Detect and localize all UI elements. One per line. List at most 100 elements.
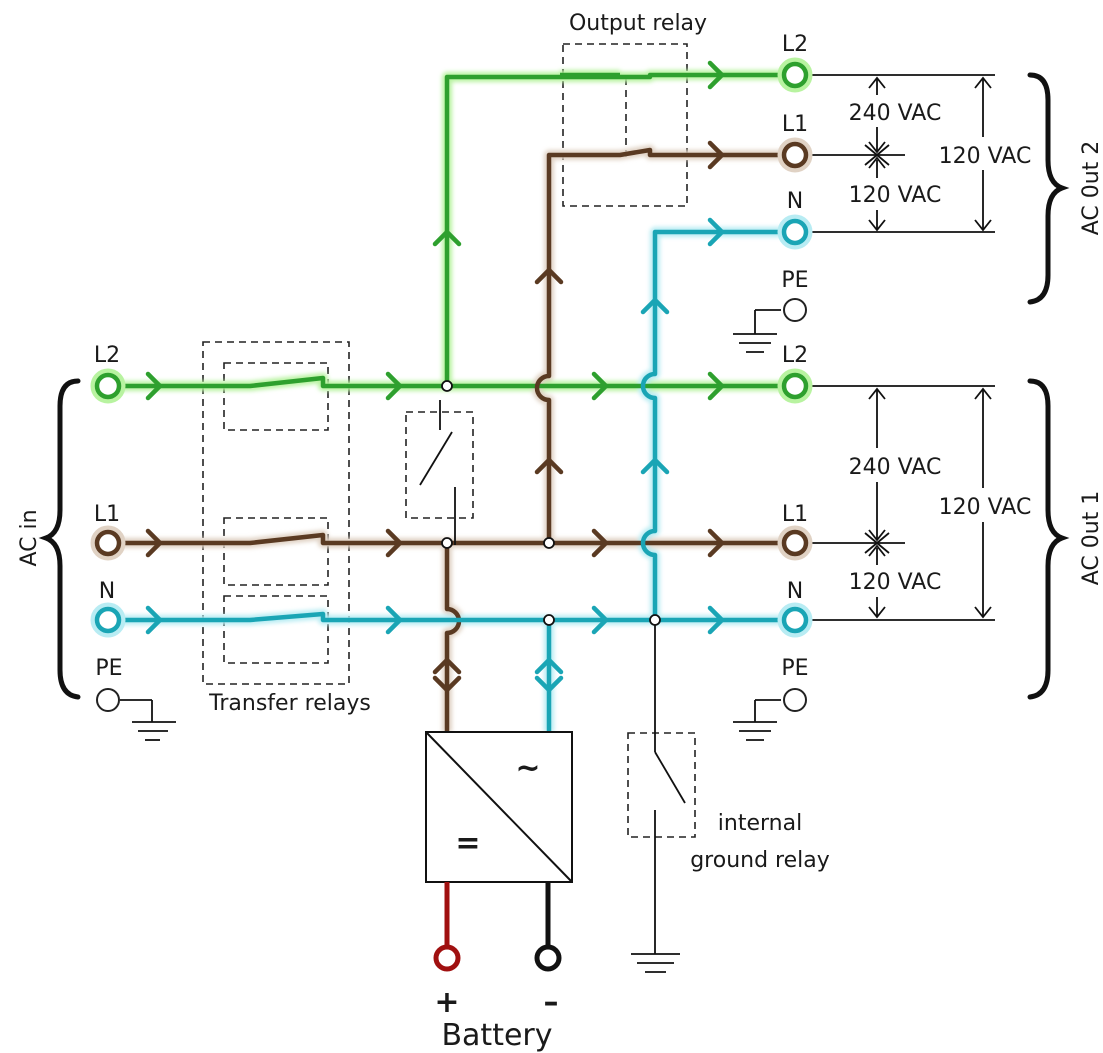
- battery-positive-terminal[interactable]: [433, 944, 461, 972]
- junction-dot: [543, 614, 555, 626]
- wire-n-up-glow: [638, 227, 782, 620]
- relay-contacts: [419, 400, 456, 545]
- flow-arrows: [145, 60, 725, 693]
- out2-240-label: 240 VAC: [849, 101, 942, 126]
- ac-in-brace: [38, 378, 81, 700]
- flow-arrow-l1: [707, 528, 725, 558]
- ac-in-pe-terminal[interactable]: [96, 688, 120, 712]
- output-leads: [809, 74, 995, 621]
- out2-pe-label: PE: [781, 268, 808, 293]
- out2-l2-label: L2: [782, 32, 808, 57]
- output-relay-label: Output relay: [569, 11, 707, 36]
- flow-arrow-l1: [385, 528, 403, 558]
- flow-arrow-n: [385, 605, 403, 635]
- flow-arrow-l1: [707, 140, 725, 170]
- flow-arrow-l1: [591, 528, 609, 558]
- flow-arrow-n: [534, 657, 564, 675]
- ac-in-label: AC in: [17, 509, 42, 566]
- out2-l2-terminal[interactable]: [781, 61, 809, 89]
- flow-arrow-l2: [385, 371, 403, 401]
- flow-arrow-l1: [432, 657, 462, 675]
- out2-l1-label: L1: [782, 112, 808, 137]
- junction-dot: [441, 380, 453, 392]
- ground-relay-box: [627, 732, 696, 838]
- out1-pe-terminal[interactable]: [783, 688, 807, 712]
- flow-arrow-n: [707, 217, 725, 247]
- ac-in-n-terminal[interactable]: [94, 606, 122, 634]
- wire-l1-up: [534, 147, 782, 543]
- wire-l1-down: [444, 543, 462, 732]
- flow-arrow-l2: [145, 371, 163, 401]
- relay-boxes: [202, 43, 696, 838]
- flow-arrow-l2: [591, 371, 609, 401]
- ac-in-l1-terminal[interactable]: [94, 529, 122, 557]
- out2-n-label: N: [787, 189, 803, 214]
- flow-arrow-n: [707, 605, 725, 635]
- junction-dot: [649, 614, 661, 626]
- out1-pe-label: PE: [781, 656, 808, 681]
- wire-l2-in: [120, 375, 782, 389]
- out1-n-label: N: [787, 579, 803, 604]
- ac-out-1-brace: [1027, 378, 1070, 700]
- ac-in-pe-label: PE: [95, 656, 122, 681]
- wires: [120, 72, 782, 732]
- ac-out-1-label: AC 0ut 1: [1079, 491, 1103, 586]
- inverter-diagonal: [425, 731, 573, 883]
- out2-l1-terminal[interactable]: [781, 141, 809, 169]
- ac-in-l1-label: L1: [94, 502, 120, 527]
- ac-out-2-label: AC 0ut 2: [1079, 141, 1103, 236]
- out1-n-terminal[interactable]: [781, 606, 809, 634]
- l1-l2-relay-box: [405, 411, 474, 519]
- out1-l1-terminal[interactable]: [781, 529, 809, 557]
- ground-symbols: [120, 309, 781, 973]
- flow-arrow-l2: [432, 229, 462, 247]
- transfer-relay-l1-box: [223, 517, 329, 586]
- battery-label: Battery: [441, 1018, 552, 1053]
- out2-n-terminal[interactable]: [781, 218, 809, 246]
- output-relay-box: [562, 43, 688, 207]
- junction-dot: [441, 537, 453, 549]
- out1-l2-terminal[interactable]: [781, 372, 809, 400]
- text-labels: Output relay Transfer relays internal gr…: [17, 11, 1103, 1053]
- dimension-arrows: [864, 76, 992, 619]
- out1-240-label: 240 VAC: [849, 455, 942, 480]
- out2-120-bottom-label: 120 VAC: [849, 183, 942, 208]
- wire-l2-up: [444, 72, 782, 386]
- flow-arrow-n: [640, 297, 670, 315]
- flow-arrow-l1: [432, 675, 462, 693]
- ac-in-l2-terminal[interactable]: [94, 372, 122, 400]
- battery-negative-terminal[interactable]: [534, 944, 562, 972]
- flow-arrow-n: [640, 457, 670, 475]
- battery-minus-sign: –: [544, 985, 559, 1020]
- flow-arrow-l2: [707, 60, 725, 90]
- transfer-relays-box: [202, 341, 350, 685]
- ground-relay-label: ground relay: [690, 848, 830, 873]
- out2-120-right-label: 120 VAC: [939, 144, 1032, 169]
- inverter: ~ =: [425, 731, 573, 883]
- flow-arrow-l1: [534, 267, 564, 285]
- transfer-relay-n-box: [223, 595, 329, 664]
- flow-arrow-n: [534, 675, 564, 693]
- flow-arrow-n: [591, 605, 609, 635]
- wire-l1-in: [120, 532, 782, 546]
- wire-n-up: [640, 229, 782, 620]
- internal-label: internal: [718, 811, 802, 836]
- junction-dots: [441, 380, 661, 626]
- ac-in-n-label: N: [99, 579, 115, 604]
- flow-arrow-n: [145, 605, 163, 635]
- flow-arrow-l2: [707, 371, 725, 401]
- battery-leads: [433, 882, 562, 972]
- out1-l2-label: L2: [782, 343, 808, 368]
- ac-out-2-brace: [1027, 72, 1070, 305]
- out2-pe-terminal[interactable]: [783, 298, 807, 322]
- flow-arrow-l1: [534, 457, 564, 475]
- out1-120-bottom-label: 120 VAC: [849, 570, 942, 595]
- braces: [38, 72, 1070, 700]
- ac-in-l2-label: L2: [94, 343, 120, 368]
- wire-n-in: [120, 611, 782, 623]
- battery-plus-sign: +: [434, 985, 459, 1020]
- inverter-ac-symbol: ~: [515, 751, 540, 786]
- junction-dot: [543, 537, 555, 549]
